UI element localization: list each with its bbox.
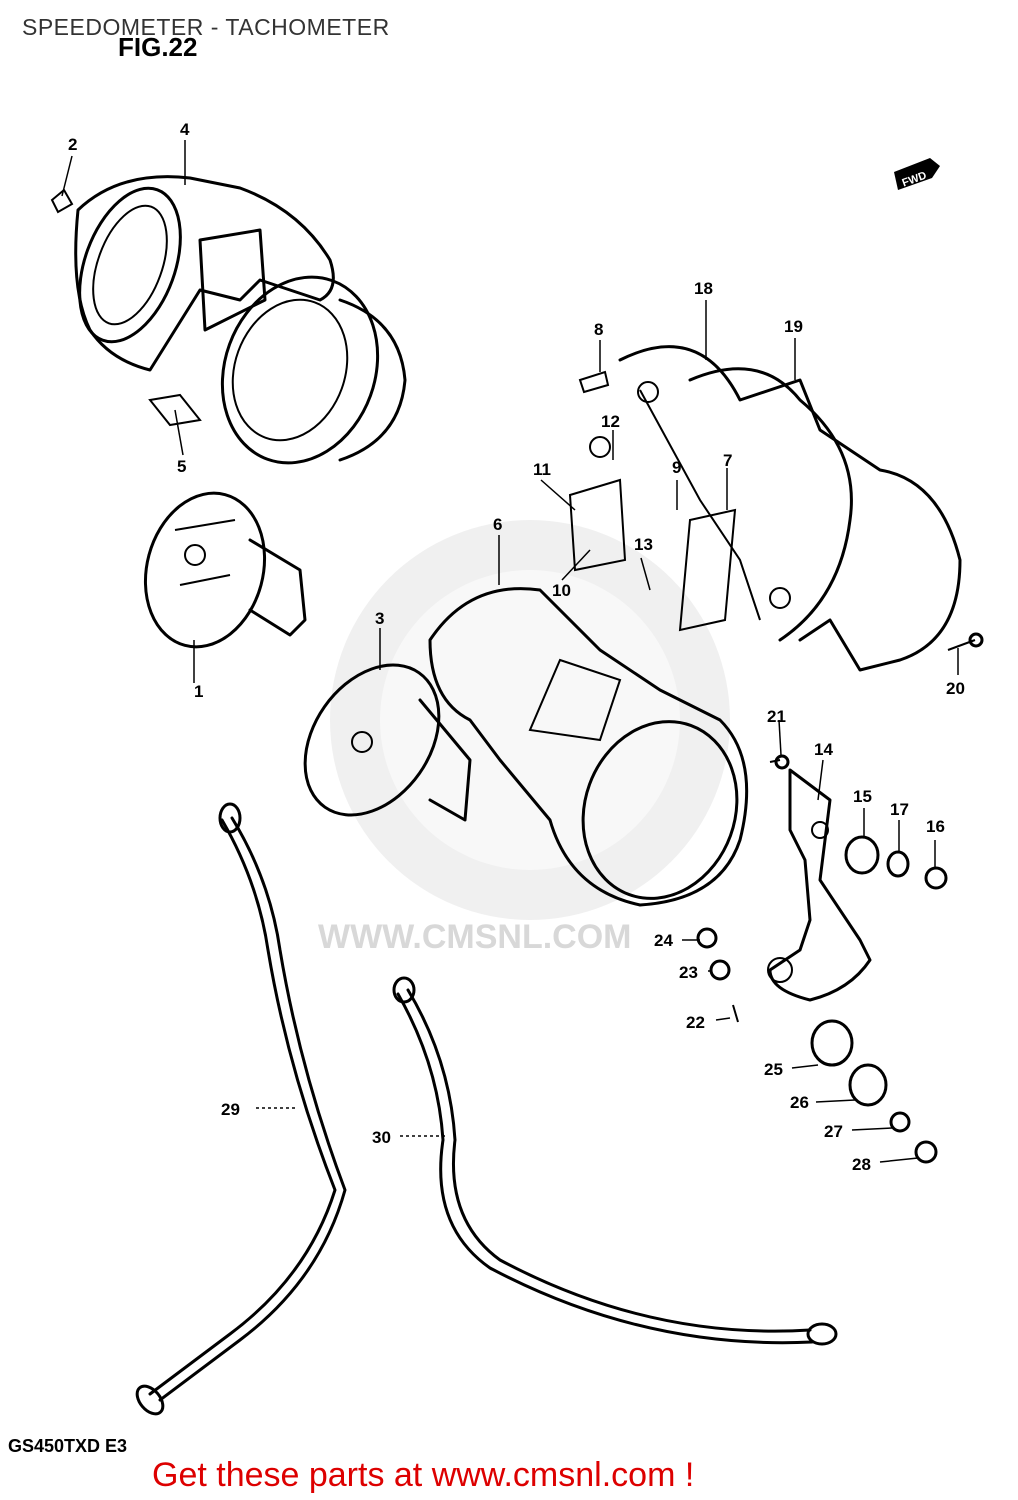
callout-4: 4 xyxy=(180,120,190,139)
lower-case-part xyxy=(428,587,749,907)
callout-12: 12 xyxy=(601,412,620,431)
callout-25: 25 xyxy=(764,1060,783,1079)
callout-1: 1 xyxy=(194,682,203,701)
callout-20: 20 xyxy=(946,679,965,698)
callout-22: 22 xyxy=(686,1013,705,1032)
forward-direction-icon: FWD xyxy=(894,158,940,190)
tachometer-gauge-part xyxy=(303,663,472,822)
callout-30: 30 xyxy=(372,1128,391,1147)
callout-17: 17 xyxy=(890,800,909,819)
callout-10: 10 xyxy=(552,581,571,600)
part-callouts: 1 2 3 4 5 6 7 8 9 10 11 12 13 14 15 16 1… xyxy=(68,120,965,1174)
callout-18: 18 xyxy=(694,279,713,298)
callout-6: 6 xyxy=(493,515,502,534)
callout-8: 8 xyxy=(594,320,603,339)
callout-13: 13 xyxy=(634,535,653,554)
callout-3: 3 xyxy=(375,609,384,628)
callout-15: 15 xyxy=(853,787,872,806)
callout-29: 29 xyxy=(221,1100,240,1119)
watermark-text: WWW.CMSNL.COM xyxy=(318,918,632,956)
callout-11: 11 xyxy=(533,460,551,479)
callout-16: 16 xyxy=(926,817,945,836)
callout-28: 28 xyxy=(852,1155,871,1174)
meter-bracket-part xyxy=(767,768,872,1002)
figure-label: FIG.22 xyxy=(118,32,198,62)
hardware-small-parts xyxy=(696,632,984,1164)
callout-27: 27 xyxy=(824,1122,843,1141)
callout-7: 7 xyxy=(723,451,732,470)
callout-2: 2 xyxy=(68,135,77,154)
model-code: GS450TXD E3 xyxy=(8,1436,128,1456)
meter-housing-part xyxy=(568,345,962,672)
callout-5: 5 xyxy=(177,457,186,476)
meter-case-assembly xyxy=(50,175,407,465)
leader-lines xyxy=(61,140,959,1163)
indicator-gauge-part xyxy=(143,491,307,649)
watermark: WWW.CMSNL.COM xyxy=(318,520,730,956)
callout-9: 9 xyxy=(672,458,681,477)
callout-19: 19 xyxy=(784,317,803,336)
callout-24: 24 xyxy=(654,931,673,950)
page-title: SPEEDOMETER - TACHOMETER xyxy=(22,14,390,40)
callout-26: 26 xyxy=(790,1093,809,1112)
callout-14: 14 xyxy=(814,740,833,759)
callout-23: 23 xyxy=(679,963,698,982)
meter-cables xyxy=(135,802,838,1416)
buy-parts-link[interactable]: Get these parts at www.cmsnl.com ! xyxy=(152,1456,695,1494)
callout-21: 21 xyxy=(767,707,786,726)
